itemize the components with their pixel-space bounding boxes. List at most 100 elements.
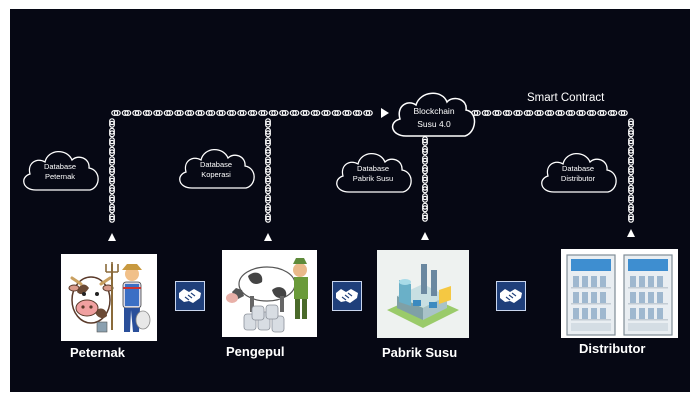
chain-link [628,213,634,223]
chain-link [205,110,216,116]
chain-link [265,213,271,223]
chain-link [109,213,115,223]
chain-link [492,110,502,116]
chain-link [109,194,115,204]
diagram-canvas [23,92,635,241]
arrow-up-distributor [627,229,635,237]
chain-link [422,193,428,203]
chain-link [422,164,428,175]
chain-link [265,137,271,147]
chain-link [265,175,271,185]
chain-link [565,110,576,116]
chain-link [534,110,544,116]
arrow-up-peternak [108,233,116,241]
blockchain-label-line-2: Susu 4.0 [417,119,451,129]
chain-link [422,202,428,213]
actor-label-pengepul: Pengepul [226,344,285,359]
chain-link [132,110,142,116]
milk-factory-icon [377,250,469,338]
chain-link [279,110,289,116]
smart-contract-label: Smart Contract [527,92,605,104]
chain-link [111,110,121,116]
chain-link [265,156,271,166]
arrow-up-pengepul [264,233,272,241]
chain-link [628,146,634,157]
chain-link [555,110,565,116]
chain-link [216,110,226,116]
chain-link [265,127,271,138]
chain-link [109,203,115,214]
farmer-with-cow-icon [61,254,157,341]
chain-link [142,110,153,116]
database-label-pabrik-susu: Database Pabrik Susu [338,164,408,184]
blockchain-cloud [391,92,476,137]
chain-link [342,110,352,116]
blockchain-label: Blockchain Susu 4.0 [406,105,462,131]
database-cloud-pabrik-susu [336,152,412,193]
chain-link [268,110,279,116]
database-label-line: Database [356,164,390,173]
chain-link [628,165,634,176]
blockchain-supply-chain-diagram: Blockchain Susu 4.0 Smart Contract Datab… [10,9,690,392]
database-label-line: Database [561,164,595,173]
chain-link [607,110,618,116]
arrow-up-pabrik-susu [421,232,429,240]
chain-link [422,155,428,165]
chain-link [422,136,428,146]
chain-link [618,110,628,116]
chain-link [352,110,363,116]
database-cloud-koperasi [179,148,255,189]
chain-link [300,110,310,116]
arrow-into-blockchain [381,108,389,118]
chain-link [265,118,271,128]
chain-link [363,110,373,116]
collector-with-cow-and-milk-cans-icon [222,250,317,337]
chain-link [513,110,523,116]
handshake-icon [175,281,205,311]
actor-label-pabrik-susu: Pabrik Susu [382,345,458,360]
chain-link [422,145,428,156]
chain-link [628,184,634,195]
chain-link [109,156,115,166]
chain-link [597,110,607,116]
milk-fridge-icon [561,249,678,338]
chain-link [195,110,205,116]
actor-label-distributor: Distributor [579,341,646,356]
database-label-line: Koperasi [201,170,231,179]
chain-link [628,137,634,147]
chain-link [121,110,132,116]
chain-link [628,175,634,185]
blockchain-label-line-1: Blockchain [413,106,455,116]
chain-link [265,203,271,214]
chain-link [586,110,597,116]
database-label-line: Database [43,162,77,171]
chain-link [481,110,492,116]
chain-link [109,137,115,147]
chain-link [265,184,271,195]
database-label-koperasi: Database Koperasi [181,160,251,180]
handshake-icon [332,281,362,311]
chain-link [628,203,634,214]
actor-label-peternak: Peternak [70,345,125,360]
database-cloud-peternak [23,150,99,191]
handshake-icon [496,281,526,311]
chain-link [310,110,321,116]
chain-link [265,146,271,157]
chain-link [523,110,534,116]
chain-link [163,110,174,116]
chain-link [153,110,163,116]
chain-link [226,110,237,116]
chain-link [628,118,634,128]
chain-link [265,165,271,176]
chain-link [109,184,115,195]
chain-link [422,212,428,222]
chain-link [331,110,342,116]
chain-link [109,118,115,128]
database-label-line: Peternak [44,172,76,181]
chain-link [628,194,634,204]
chain-link [174,110,184,116]
database-label-distributor: Database Distributor [543,164,613,184]
chain-link [247,110,258,116]
chain-link [502,110,513,116]
chain-link [109,127,115,138]
